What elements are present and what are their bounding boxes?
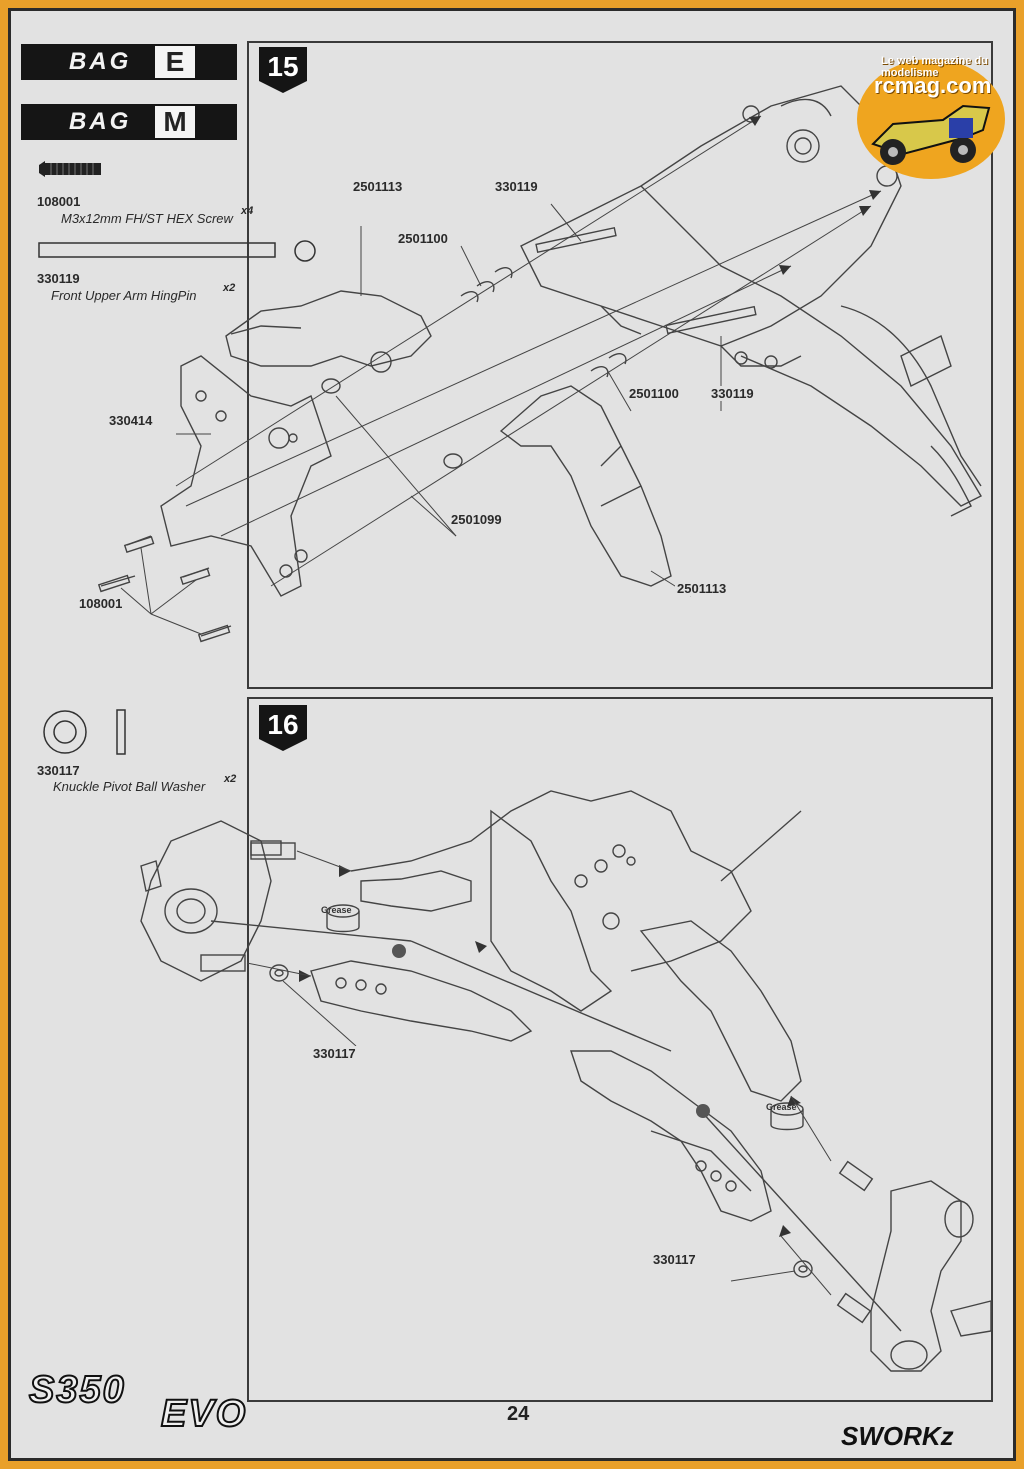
washer-icon	[43, 709, 126, 755]
callout-label: 2501100	[396, 231, 450, 246]
grease-label: Grease	[766, 1102, 797, 1112]
part-qty: x4	[241, 205, 254, 217]
callout-label: 330414	[107, 413, 155, 428]
part-desc: M3x12mm FH/ST HEX Screw	[61, 211, 233, 226]
callout-label: 330117	[311, 1046, 358, 1061]
part-desc: Front Upper Arm HingPin	[51, 288, 197, 303]
callout-label: 2501099	[449, 512, 504, 527]
rcmag-tagline: Le web magazine du modelisme	[881, 55, 988, 79]
part-code: 330119	[37, 271, 80, 286]
callout-label: 108001	[77, 596, 125, 611]
callout-label: 2501113	[351, 179, 405, 194]
step-16-frame	[247, 697, 993, 1402]
part-code: 330117	[37, 763, 80, 778]
bag-m-tag: BAG M	[21, 104, 237, 140]
part-code: 108001	[37, 194, 81, 209]
manual-page: BAG E BAG M 15 108001 M3x12mm FH/ST HEX …	[8, 8, 1016, 1461]
bag-tail	[197, 104, 237, 140]
step-15-exploded-drawing	[97, 85, 982, 643]
rcmag-logo-badge	[857, 59, 1005, 179]
screw-icon	[39, 161, 101, 177]
callout-label: 2501100	[627, 386, 681, 401]
rcmag-site: rcmag.com	[874, 73, 992, 98]
step-16-number: 16	[267, 709, 299, 740]
bag-letter: M	[153, 104, 197, 140]
bag-label: BAG	[21, 104, 153, 140]
step-15-number: 15	[267, 51, 299, 82]
grease-label: Grease	[321, 905, 352, 915]
step-15-badge	[259, 47, 307, 93]
bag-tail	[197, 44, 237, 80]
page-number: 24	[507, 1403, 530, 1425]
step-16-exploded-drawing	[140, 790, 992, 1372]
part-desc: Knuckle Pivot Ball Washer	[53, 779, 206, 794]
brand-logo: SWORKz	[841, 1421, 954, 1451]
model-logo-suffix: EVO	[160, 1392, 248, 1436]
model-logo: S350	[28, 1368, 126, 1412]
step-15-frame	[247, 41, 993, 689]
callout-label: 2501113	[675, 581, 729, 596]
step-16-badge	[259, 705, 307, 751]
callout-label: 330119	[709, 386, 756, 401]
part-qty: x2	[224, 773, 237, 785]
hinge-pin-icon	[38, 240, 316, 262]
bag-label: BAG	[21, 44, 153, 80]
part-qty: x2	[223, 282, 236, 294]
callout-label: 330119	[493, 179, 540, 194]
callout-label: 330117	[651, 1252, 698, 1267]
bag-e-tag: BAG E	[21, 44, 237, 80]
bag-letter: E	[153, 44, 197, 80]
